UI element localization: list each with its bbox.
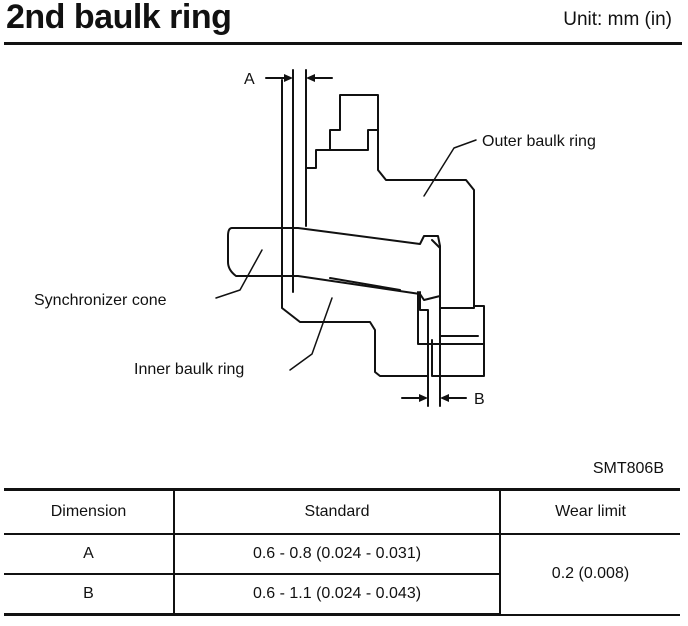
outer-ring-tail: [431, 339, 485, 377]
leader-sync-cone: [215, 249, 263, 299]
header-dimension: Dimension: [4, 488, 175, 535]
table-row: B 0.6 - 1.1 (0.024 - 0.043): [4, 573, 680, 616]
leader-outer-ring: [423, 139, 477, 197]
table-row: A 0.6 - 0.8 (0.024 - 0.031) 0.2 (0.008): [4, 533, 680, 616]
inner-ring-arm: [281, 79, 429, 377]
dim-b-arrowhead-left: [419, 394, 428, 402]
header-standard: Standard: [173, 488, 501, 535]
cell-wear-limit: 0.2 (0.008): [499, 533, 680, 616]
baulk-ring-diagram: A B Outer baulk ring Synchronizer cone I…: [34, 69, 596, 408]
dim-b-arrowhead-right: [440, 394, 449, 402]
dim-a-arrowhead-right: [306, 74, 315, 82]
cell-dimension: B: [4, 573, 175, 616]
cone-inner-join: [329, 277, 401, 291]
table-header-row: Dimension Standard Wear limit: [4, 488, 680, 535]
spec-table: Dimension Standard Wear limit A 0.6 - 0.…: [4, 488, 680, 616]
cell-standard: 0.6 - 0.8 (0.024 - 0.031): [173, 533, 501, 575]
sync-cone-label: Synchronizer cone: [34, 292, 167, 309]
inner-ring-label: Inner baulk ring: [134, 361, 244, 378]
cell-dimension: A: [4, 533, 175, 575]
figure-id: SMT806B: [592, 460, 664, 477]
outer-ring-label: Outer baulk ring: [482, 133, 596, 150]
page-title: 2nd baulk ring: [6, 0, 232, 36]
dim-a-arrowhead-left: [284, 74, 293, 82]
unit-label: Unit: mm (in): [563, 9, 672, 30]
dim-a-label: A: [244, 71, 255, 88]
outer-ring-body: [305, 94, 475, 309]
header-wear-limit: Wear limit: [499, 488, 680, 535]
cell-standard: 0.6 - 1.1 (0.024 - 0.043): [173, 573, 500, 616]
leader-inner-ring: [289, 297, 333, 371]
synchronizer-cone: [227, 227, 441, 301]
dim-b-label: B: [474, 391, 485, 408]
title-divider: [4, 42, 682, 45]
